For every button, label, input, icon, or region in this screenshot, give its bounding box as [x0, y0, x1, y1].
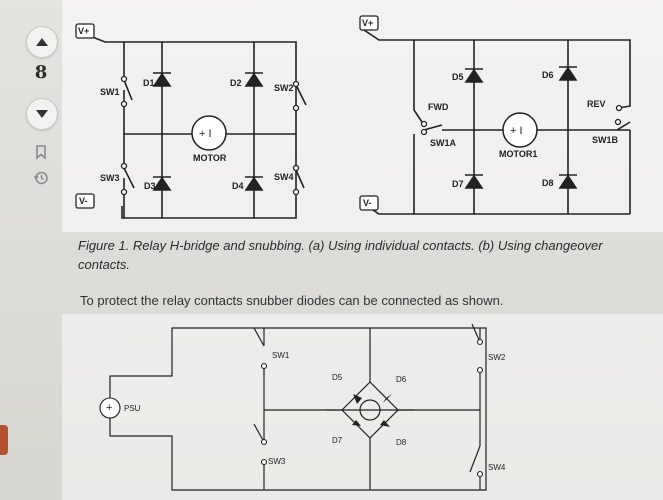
post-paragraph: To protect the relay contacts snubber di…: [80, 293, 504, 308]
bottom-d6-label: D6: [396, 375, 407, 384]
figure-1-schematic: V+ V- SW1 SW2 SW3 SW4 D1 D2 D3 D4 + I MO…: [62, 0, 663, 232]
bottom-sw3-label: SW3: [268, 457, 286, 466]
vote-count: 8: [34, 62, 48, 83]
left-sw1-label: SW1: [100, 87, 120, 97]
bookmark-icon[interactable]: [33, 144, 49, 160]
left-sw3-label: SW3: [100, 173, 120, 183]
left-d3-label: D3: [144, 181, 156, 191]
right-motor-symbol: + I: [510, 125, 523, 137]
right-d5-label: D5: [452, 72, 464, 82]
psu-plus-symbol: +: [106, 402, 112, 414]
psu-label: PSU: [124, 404, 141, 413]
right-d6-label: D6: [542, 70, 554, 80]
right-motor-label: MOTOR1: [499, 149, 537, 159]
right-sw1a-label: SW1A: [430, 138, 457, 148]
right-vplus-label: V+: [362, 18, 373, 28]
right-d7-label: D7: [452, 179, 464, 189]
right-fwd-label: FWD: [428, 102, 449, 112]
arrow-up-icon: [36, 38, 48, 46]
upvote-button[interactable]: [26, 26, 58, 58]
left-sw4-label: SW4: [274, 172, 294, 182]
left-d1-label: D1: [143, 78, 155, 88]
left-d4-label: D4: [232, 181, 244, 191]
bottom-d8-label: D8: [396, 438, 407, 447]
edge-tab: [0, 425, 8, 455]
right-vminus-label: V-: [363, 198, 372, 208]
left-motor-label: MOTOR: [193, 153, 227, 163]
right-d8-label: D8: [542, 178, 554, 188]
left-vplus-label: V+: [78, 26, 89, 36]
downvote-button[interactable]: [26, 98, 58, 130]
bottom-sw2-label: SW2: [488, 353, 506, 362]
right-rev-label: REV: [587, 99, 606, 109]
left-motor-symbol: + I: [199, 128, 212, 140]
history-icon[interactable]: [33, 170, 49, 186]
arrow-down-icon: [36, 110, 48, 118]
figure-caption: Figure 1. Relay H-bridge and snubbing. (…: [78, 238, 603, 272]
bottom-sw4-label: SW4: [488, 463, 506, 472]
bottom-d7-label: D7: [332, 436, 343, 445]
left-vminus-label: V-: [79, 196, 88, 206]
bottom-sw1-label: SW1: [272, 351, 290, 360]
snubber-schematic: + PSU SW1 SW2 SW3 SW4 D5 D6 D7 D8: [62, 314, 663, 500]
bottom-d5-label: D5: [332, 373, 343, 382]
right-sw1b-label: SW1B: [592, 135, 619, 145]
post-controls-sidebar: 8: [0, 0, 62, 500]
left-d2-label: D2: [230, 78, 242, 88]
left-sw2-label: SW2: [274, 83, 294, 93]
